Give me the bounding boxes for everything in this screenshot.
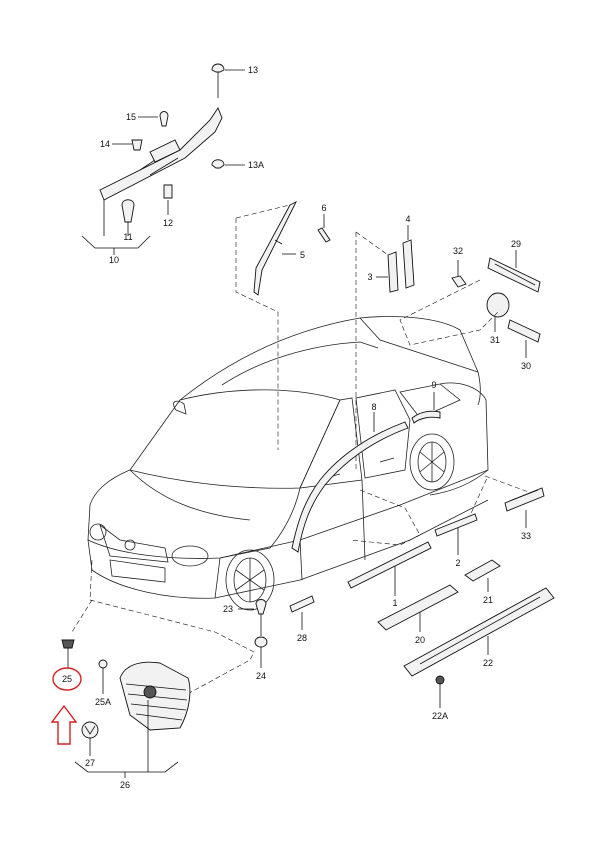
label-14: 14 (100, 139, 110, 149)
side-moulding-assembly (347, 475, 555, 708)
front-lower-parts (238, 595, 315, 668)
label-4: 4 (405, 214, 410, 224)
label-28: 28 (297, 633, 307, 643)
wiper-assembly (235, 200, 331, 450)
label-26: 26 (120, 780, 130, 790)
label-33: 33 (521, 531, 531, 541)
label-23: 23 (223, 604, 233, 614)
badge-assembly (399, 250, 541, 358)
part-labels: 1 2 3 4 5 6 8 9 10 11 12 13 13A 14 15 20… (62, 65, 531, 790)
label-11: 11 (123, 232, 132, 242)
car-illustration (87, 316, 489, 611)
label-13: 13 (248, 65, 258, 75)
label-21: 21 (483, 595, 493, 605)
label-6: 6 (321, 203, 326, 213)
door-moulding-assembly (291, 392, 441, 553)
label-29: 29 (511, 239, 521, 249)
grille-assembly (61, 559, 255, 778)
cowl-panel-assembly (81, 63, 245, 255)
label-22a: 22A (432, 711, 448, 721)
label-22: 22 (483, 658, 493, 668)
label-12: 12 (163, 218, 173, 228)
label-30: 30 (521, 361, 531, 371)
label-5: 5 (300, 250, 305, 260)
pillar-trim-assembly (355, 225, 415, 470)
label-10: 10 (109, 255, 119, 265)
label-3: 3 (367, 272, 372, 282)
label-20: 20 (415, 635, 425, 645)
label-13a: 13A (248, 160, 264, 170)
label-8: 8 (371, 402, 376, 412)
label-32: 32 (453, 246, 463, 256)
label-24: 24 (256, 671, 266, 681)
label-27: 27 (85, 758, 95, 768)
highlight-circle (52, 667, 82, 691)
label-25a: 25A (95, 697, 111, 707)
label-1: 1 (392, 598, 397, 608)
rear-badge-33 (504, 487, 545, 528)
label-9: 9 (431, 380, 436, 390)
label-31: 31 (490, 335, 500, 345)
label-25: 25 (62, 674, 72, 684)
up-arrow-icon (50, 704, 78, 745)
label-15: 15 (126, 112, 136, 122)
label-2: 2 (455, 558, 460, 568)
